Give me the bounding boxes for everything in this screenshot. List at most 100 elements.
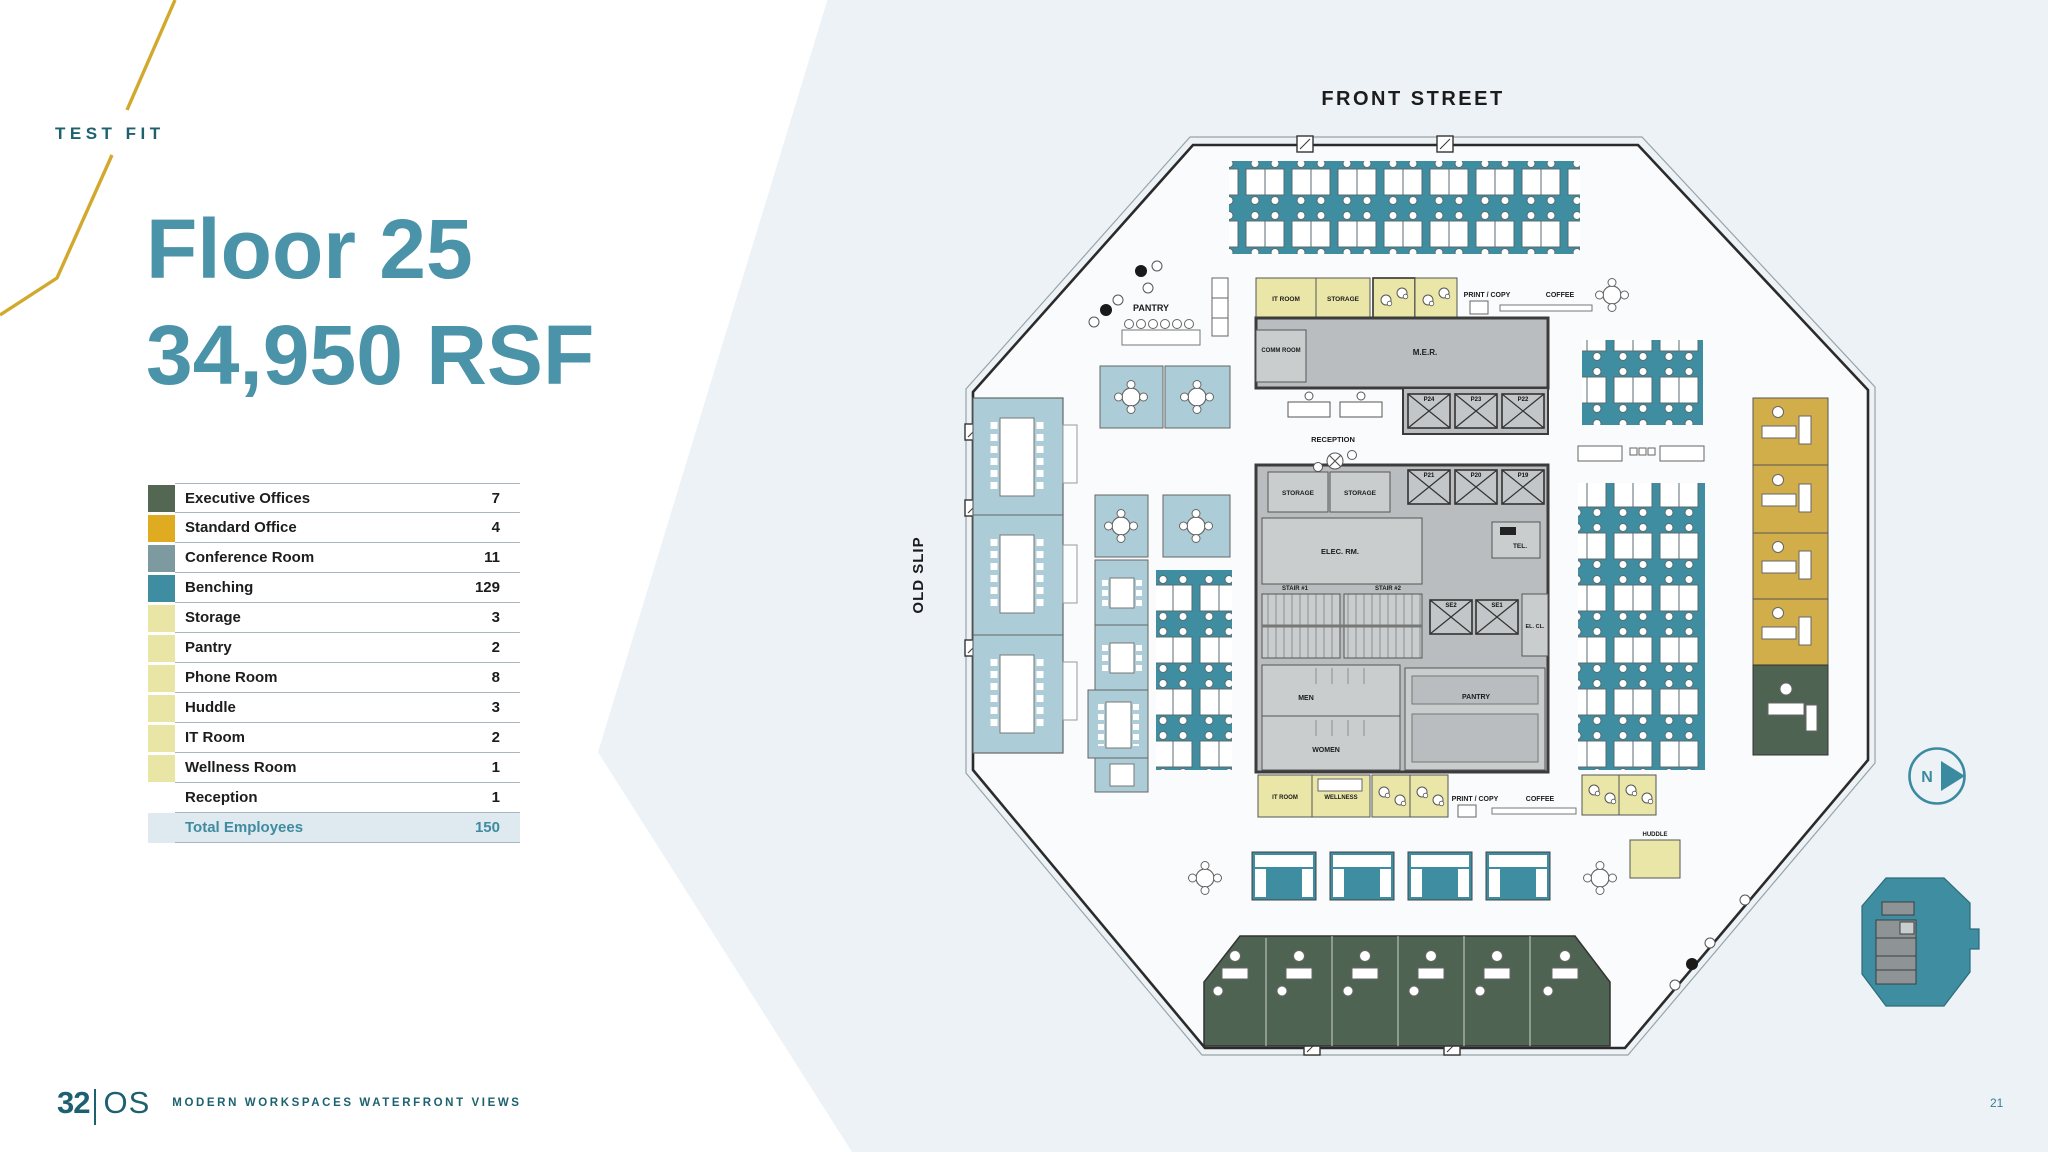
legend-row-label: Huddle [185,699,236,716]
logo-32: 32 [57,1085,90,1120]
legend-table: Executive Offices 7 Standard Office 4 Co… [148,483,520,843]
legend-swatch [148,484,175,512]
pantry-left: PANTRY [1088,260,1229,346]
benching-right-lower [1578,483,1705,770]
legend-row: Standard Office 4 [148,513,520,543]
lounge-seating [1088,260,1163,328]
elevator-label: SE2 [1445,603,1457,609]
room-label-elec-rm: ELEC. RM. [1321,547,1359,556]
elevator-label: P20 [1471,473,1482,479]
legend-row-value: 8 [491,669,500,686]
room-label-it-room2: IT ROOM [1272,795,1298,801]
key-plan-thumbnail [1861,877,1980,1007]
legend-swatch [148,754,175,782]
title-line-floor: Floor 25 [146,202,473,296]
elevator-label: P21 [1424,473,1435,479]
legend-swatch [148,634,175,662]
room-label-storage: STORAGE [1282,490,1315,497]
label-coffee2: COFFEE [1526,796,1555,803]
label-print-copy: PRINT / COPY [1464,292,1511,299]
huddle-room [1629,839,1681,879]
legend-rows: Executive Offices 7 Standard Office 4 Co… [148,483,520,813]
room-label-comm-room: COMM ROOM [1261,348,1300,354]
legend-swatch [148,544,175,572]
building-core: COMM ROOM M.E.R. P24 P23 P22 RECEPTION [1254,316,1550,774]
label-front-street: FRONT STREET [1321,88,1504,110]
legend-row: Wellness Room 1 [148,753,520,783]
room-label-tel: TEL. [1513,543,1527,550]
legend-swatch [148,724,175,752]
legend-row-value: 2 [491,729,500,746]
legend-row-value: 2 [491,639,500,656]
standard-offices-right [1752,397,1829,756]
elevator-label: P24 [1424,397,1435,403]
room-label-women: WOMEN [1312,747,1340,754]
elevator-label: P22 [1518,397,1529,403]
room-label-wellness: WELLNESS [1324,795,1357,801]
legend-row: Benching 129 [148,573,520,603]
benching-middle [1156,570,1232,770]
mullion-marker [1296,135,1314,153]
page-title: Floor 25 34,950 RSF [146,196,594,408]
legend-row: IT Room 2 [148,723,520,753]
legend-total-value: 150 [474,819,500,836]
north-arrow: N [1908,747,1966,805]
conference-rooms-middle [1087,365,1231,793]
legend-swatch [148,574,175,602]
legend-row-value: 3 [491,609,500,626]
room-label-huddle: HUDDLE [1643,832,1668,838]
title-line-rsf: 34,950 RSF [146,308,595,402]
benching-right-upper [1582,340,1703,425]
legend-row-value: 129 [474,579,500,596]
room-label-reception: RECEPTION [1311,435,1355,444]
legend-row: Huddle 3 [148,693,520,723]
executive-offices-bottom [1203,935,1611,1047]
legend-row-label: Phone Room [185,669,278,686]
room-label-stair2: STAIR #2 [1375,586,1402,592]
legend-row-value: 1 [491,759,500,776]
legend-total-label: Total Employees [185,819,304,836]
legend-row: Pantry 2 [148,633,520,663]
elevator-label: P23 [1471,397,1482,403]
elevator-label: P19 [1518,473,1529,479]
north-label: N [1921,769,1933,786]
reception-area: RECEPTION [1287,391,1383,472]
legend-row-value: 1 [491,789,500,806]
label-coffee: COFFEE [1546,292,1575,299]
banquette-seating [1187,277,1751,991]
room-label-stair1: STAIR #1 [1282,586,1309,592]
legend-row-label: Executive Offices [185,489,311,507]
label-old-slip: OLD SLIP [910,536,927,613]
legend-row-value: 7 [491,489,500,507]
legend-swatch [148,694,175,722]
room-label-el-cl: EL. CL. [1526,624,1545,630]
legend-swatch [148,514,175,542]
conference-rooms-left [972,397,1078,754]
legend-row-value: 11 [484,549,500,566]
legend-row: Executive Offices 7 [148,483,520,513]
legend-swatch [148,604,175,632]
legend-swatch [148,664,175,692]
legend-row-label: IT Room [185,729,245,746]
legend-row-label: Wellness Room [185,759,297,776]
legend-row-label: Pantry [185,639,232,656]
legend-row: Storage 3 [148,603,520,633]
legend-row: Reception 1 [148,783,520,813]
north-triangle-icon [1941,761,1965,791]
page-number: 21 [1990,1096,2004,1110]
room-label-pantry-core: PANTRY [1462,694,1490,701]
room-label-storage: STORAGE [1327,296,1360,303]
legend-row-label: Standard Office [185,519,297,536]
room-label-mer: M.E.R. [1413,348,1437,357]
legend-row-label: Reception [185,789,258,806]
logo-divider [94,1089,97,1125]
legend-row-value: 3 [491,699,500,716]
label-print-copy2: PRINT / COPY [1452,796,1499,803]
room-label-pantry: PANTRY [1133,303,1169,313]
footer-tagline: MODERN WORKSPACES WATERFRONT VIEWS [172,1097,522,1109]
legend-row-label: Storage [185,609,241,626]
legend-row-label: Benching [185,579,254,596]
legend-total-row: Total Employees 150 [148,813,520,843]
